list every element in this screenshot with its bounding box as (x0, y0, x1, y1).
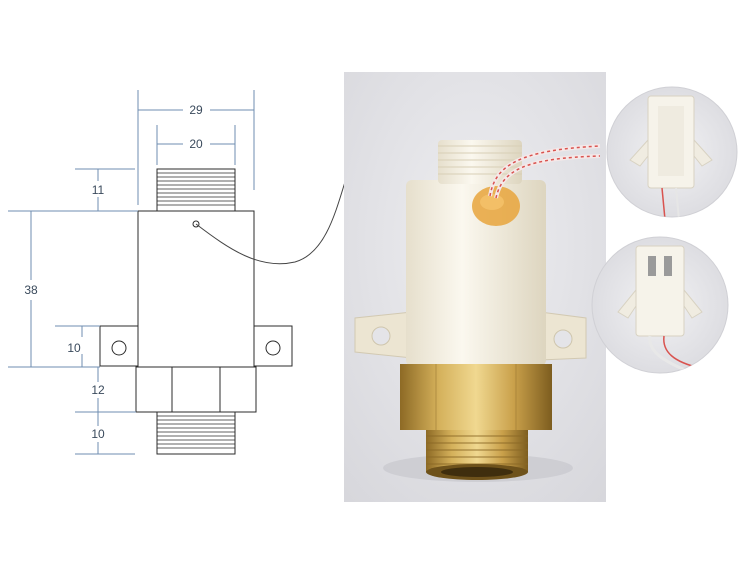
dim-label-20: 20 (189, 137, 203, 151)
hex-nut (135, 366, 257, 413)
bottom-thread (156, 411, 236, 455)
dimension-29: 29 (137, 90, 255, 205)
top-thread (156, 168, 236, 212)
dimension-38: 38 (8, 210, 138, 368)
sensor-body-outline (137, 210, 255, 368)
brass-hex (400, 364, 552, 430)
dimension-10-flange: 10 (55, 325, 100, 367)
product-photo (344, 72, 606, 502)
technical-drawing: 29 20 11 38 10 (8, 90, 353, 455)
dim-label-10-flange: 10 (67, 341, 81, 355)
mounting-flanges (99, 325, 293, 367)
connector-detail-top (606, 86, 738, 218)
plastic-body (406, 180, 546, 366)
dim-label-29: 29 (189, 103, 203, 117)
lead-wire (195, 159, 353, 265)
dim-label-12: 12 (91, 383, 105, 397)
dim-label-38: 38 (24, 283, 38, 297)
connector-detail-bottom (591, 236, 729, 374)
dim-label-11: 11 (92, 183, 105, 197)
dimension-20: 20 (156, 125, 236, 165)
dimension-10-thread: 10 (75, 412, 135, 455)
dimension-11: 11 (75, 168, 135, 211)
dim-label-10-thread: 10 (91, 427, 105, 441)
dimension-12: 12 (75, 367, 136, 413)
